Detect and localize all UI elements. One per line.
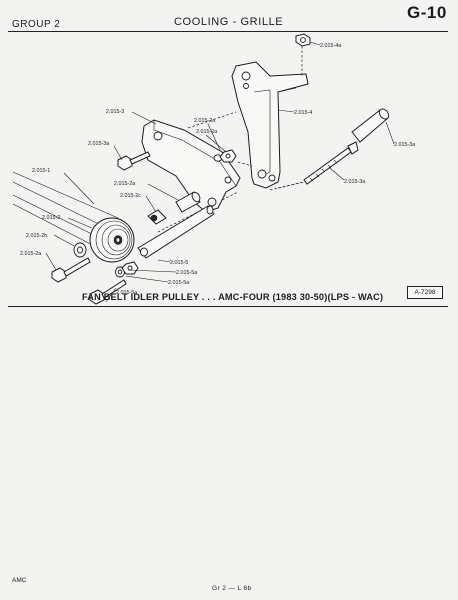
callout-2015-2a-b: 2.015-2a (196, 129, 217, 135)
exploded-parts-diagram: 2.015-4a 2.015-4 2.015-3a 2.015-3a 2.015… (12, 33, 415, 305)
callout-2015-3a-right: 2.015-3a (394, 142, 415, 148)
pulley-washer-and-bolt (51, 242, 91, 283)
callout-2015-3: 2.015-3 (106, 109, 124, 115)
figure-caption: FAN BELT IDLER PULLEY . . . AMC-FOUR (19… (82, 292, 384, 302)
callout-2015-4: 2.015-4 (294, 110, 312, 116)
pulley-spacer (147, 191, 201, 225)
caption-rule (8, 306, 448, 307)
callout-2015-5a-a: 2.015-5a (176, 270, 197, 276)
mounting-plate (141, 119, 241, 213)
callout-2015-2c: 2.015-2c (120, 193, 141, 199)
callout-2015-5a-c: 2.015-5a (116, 290, 137, 296)
callout-2015-1: 2.015-1 (32, 168, 50, 174)
callout-2015-2a-c: 2.015-2a (114, 181, 135, 187)
page-code: G-10 (407, 3, 447, 22)
adjusting-arm (137, 205, 215, 259)
section-title: COOLING - GRILLE (174, 16, 284, 28)
callout-2015-2a-d: 2.015-2a (20, 251, 41, 257)
plate-bolt (117, 151, 151, 171)
long-bolt (303, 141, 359, 185)
figure-reference: A-7298 (407, 286, 443, 299)
upper-bracket (231, 61, 309, 189)
top-nut (295, 33, 311, 76)
callout-2015-4a: 2.015-4a (320, 43, 341, 49)
callout-labels: 2.015-4a 2.015-4 2.015-3a 2.015-3a 2.015… (20, 43, 415, 296)
assembly-lines (157, 111, 305, 233)
callout-2015-3a-left: 2.015-3a (88, 141, 109, 147)
callout-2015-2: 2.015-2 (42, 215, 60, 221)
footer-page-ref: Gr 2 — L 6b (212, 585, 252, 592)
callout-2015-2b: 2.015-2b (26, 233, 47, 239)
callout-2015-3a-bottom: 2.015-3a (344, 179, 365, 185)
callout-2015-5a-b: 2.015-5a (168, 280, 189, 286)
nut-washer-pair (213, 149, 237, 163)
leader-lines (45, 41, 395, 303)
callout-2015-2a-a: 2.015-2a (194, 118, 215, 124)
bottom-fasteners (89, 261, 139, 305)
spacer-tube-right (351, 108, 390, 143)
footer-brand: AMC (12, 577, 27, 584)
group-label: GROUP 2 (12, 19, 61, 30)
header-rule (8, 31, 448, 32)
callout-2015-5: 2.015-5 (170, 260, 188, 266)
idler-pulley (89, 217, 135, 263)
